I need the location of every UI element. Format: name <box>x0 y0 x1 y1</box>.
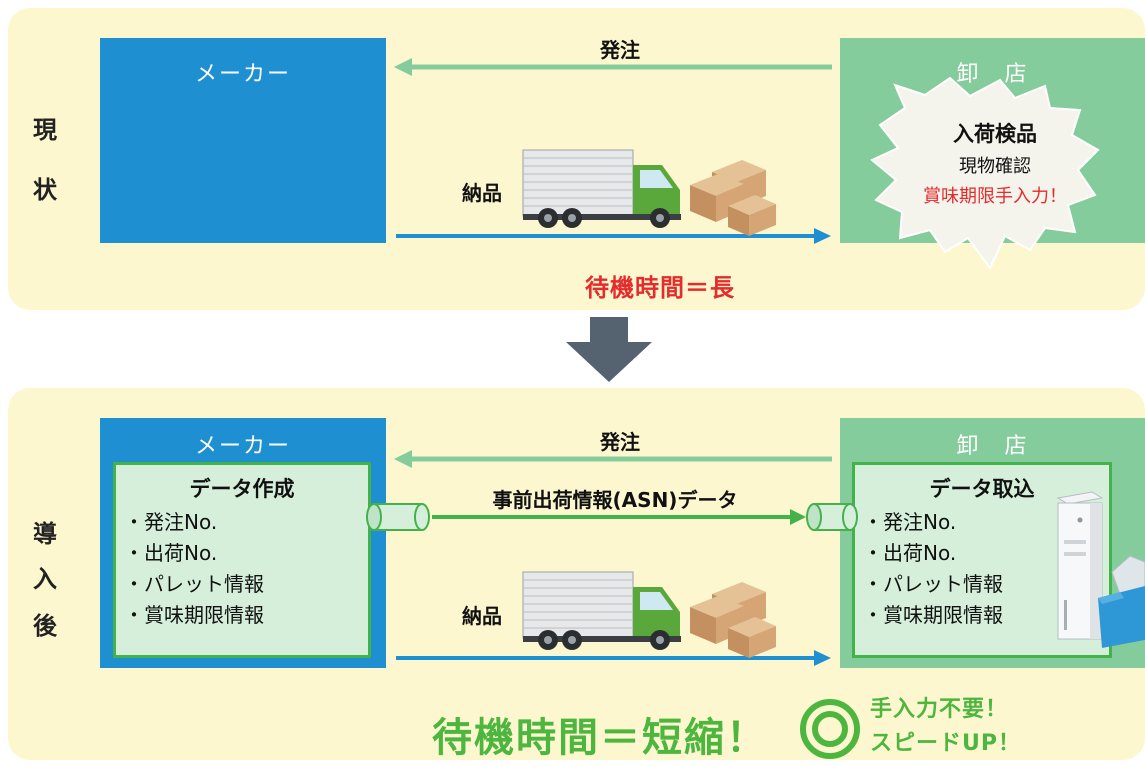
promo-speed-up: スピードUP！ <box>870 731 1021 756</box>
maker-data-create-title: データ作成 <box>189 477 295 501</box>
after-side-label-2: 入 <box>33 565 57 593</box>
wholesaler-item-shipment-no: ・出荷No. <box>863 541 957 565</box>
maker-data-create-box: データ作成 ・発注No. ・出荷No. ・パレット情報 ・賞味期限情報 <box>113 462 371 658</box>
after-wholesaler-title: 卸 店 <box>956 434 1029 459</box>
current-wait-time: 待機時間＝長 <box>585 274 735 302</box>
maker-item-shipment-no: ・出荷No. <box>124 541 218 565</box>
after-side-label-1: 導 <box>33 520 57 548</box>
after-order-label: 発注 <box>600 430 640 454</box>
current-order-label: 発注 <box>600 38 640 62</box>
current-maker-title: メーカー <box>194 62 291 87</box>
maker-item-order-no: ・発注No. <box>124 510 218 534</box>
current-maker-box: メーカー <box>100 38 386 243</box>
inspection-line1: 現物確認 <box>959 156 1031 177</box>
current-wholesaler-title: 卸 店 <box>956 62 1029 87</box>
wholesaler-item-best-before: ・賞味期限情報 <box>863 603 1003 627</box>
maker-item-pallet-info: ・パレット情報 <box>124 572 264 596</box>
wholesaler-item-order-no: ・発注No. <box>863 510 957 534</box>
inspection-title: 入荷検品 <box>953 122 1037 146</box>
wholesaler-item-pallet-info: ・パレット情報 <box>863 572 1003 596</box>
after-side-label-3: 後 <box>33 612 57 640</box>
wholesaler-data-import-title: データ取込 <box>929 477 1035 501</box>
current-side-label-2: 状 <box>33 176 57 204</box>
promo-no-manual-input: 手入力不要！ <box>870 697 1009 722</box>
inspection-line2: 賞味期限手入力！ <box>923 186 1067 207</box>
current-side-label-1: 現 <box>33 116 57 144</box>
asn-data-label: 事前出荷情報(ASN)データ <box>492 488 738 512</box>
after-wait-time: 待機時間＝短縮！ <box>432 715 768 761</box>
wholesaler-data-import-box: データ取込 ・発注No. ・出荷No. ・パレット情報 ・賞味期限情報 <box>852 462 1112 658</box>
after-maker-title: メーカー <box>194 434 291 459</box>
maker-item-best-before: ・賞味期限情報 <box>124 603 264 627</box>
current-delivery-label: 納品 <box>462 181 502 205</box>
after-delivery-label: 納品 <box>462 604 502 628</box>
